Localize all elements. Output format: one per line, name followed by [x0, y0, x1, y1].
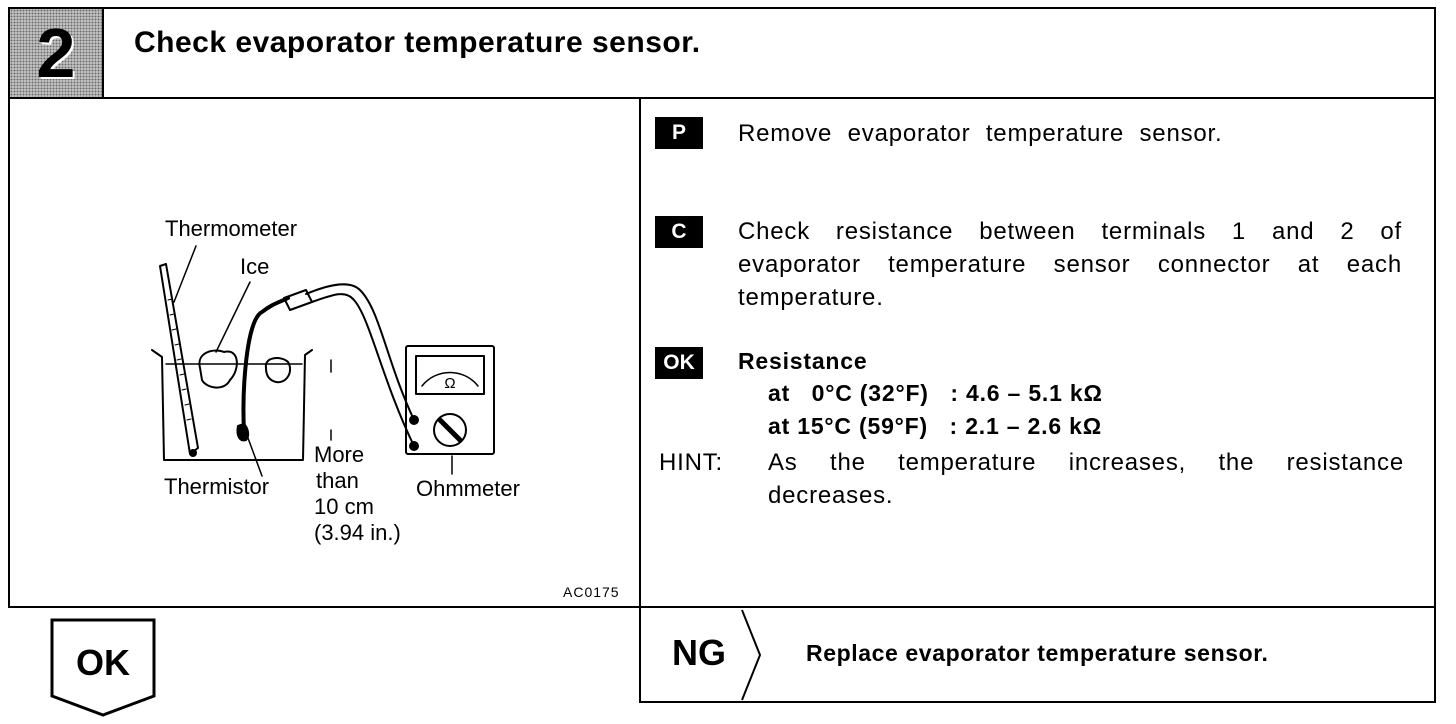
step-remove-text: Remove evaporator temperature sensor.	[738, 120, 1223, 147]
leader-line	[173, 245, 197, 303]
step-number: 2	[36, 14, 76, 92]
ohmmeter-terminal	[409, 441, 419, 451]
badge-ok: OK	[655, 347, 703, 379]
ohmmeter-label: Ohmmeter	[416, 476, 520, 501]
figure-code: AC0175	[563, 584, 620, 600]
probe-lead	[305, 283, 415, 421]
distance-label-line: More	[314, 442, 365, 467]
resistance-row: at 15°C (59°F) : 2.1 – 2.6 kΩ	[768, 413, 1102, 439]
step-number-box: 2	[8, 7, 104, 99]
thermometer	[159, 263, 199, 455]
ice-cube	[264, 357, 292, 384]
thermometer-bulb	[189, 449, 197, 457]
ok-result-label: OK	[76, 642, 130, 683]
ohmmeter-body	[405, 345, 495, 455]
probe-lead	[311, 293, 415, 447]
thermistor-label: Thermistor	[164, 474, 270, 499]
hint-text: As the temperature increases, the resist…	[768, 449, 1404, 509]
hint-label: HINT:	[659, 449, 723, 476]
ng-result-panel	[639, 606, 1436, 703]
distance-label-line: (3.94 in.)	[314, 520, 401, 545]
resistance-row: at 0°C (32°F) : 4.6 – 5.1 kΩ	[768, 380, 1103, 406]
leader-line	[247, 437, 263, 477]
ng-action-text: Replace evaporator temperature sensor.	[806, 640, 1269, 666]
badge-c: C	[655, 216, 703, 248]
ice-cube	[198, 349, 238, 389]
beaker	[151, 349, 313, 461]
ice-label: Ice	[240, 254, 270, 279]
leader-line	[215, 281, 251, 353]
ohmmeter-terminal	[409, 415, 419, 425]
ohm-symbol: Ω	[444, 375, 455, 392]
step-title: Check evaporator temperature sensor.	[134, 26, 701, 59]
step-check-text: Check resistance between terminals 1 and…	[738, 218, 1402, 311]
ohmmeter-knob	[433, 413, 467, 447]
thermistor-cable	[241, 296, 290, 434]
ohmmeter-dial	[415, 355, 485, 395]
resistance-heading: Resistance	[738, 348, 868, 374]
distance-label-line: than	[316, 468, 359, 493]
thermometer-label: Thermometer	[165, 216, 298, 241]
ng-result-label: NG	[672, 632, 726, 673]
ok-result-box	[50, 618, 156, 717]
ng-chevron	[741, 609, 762, 701]
distance-label-line: 10 cm	[314, 494, 374, 519]
badge-p: P	[655, 117, 703, 149]
